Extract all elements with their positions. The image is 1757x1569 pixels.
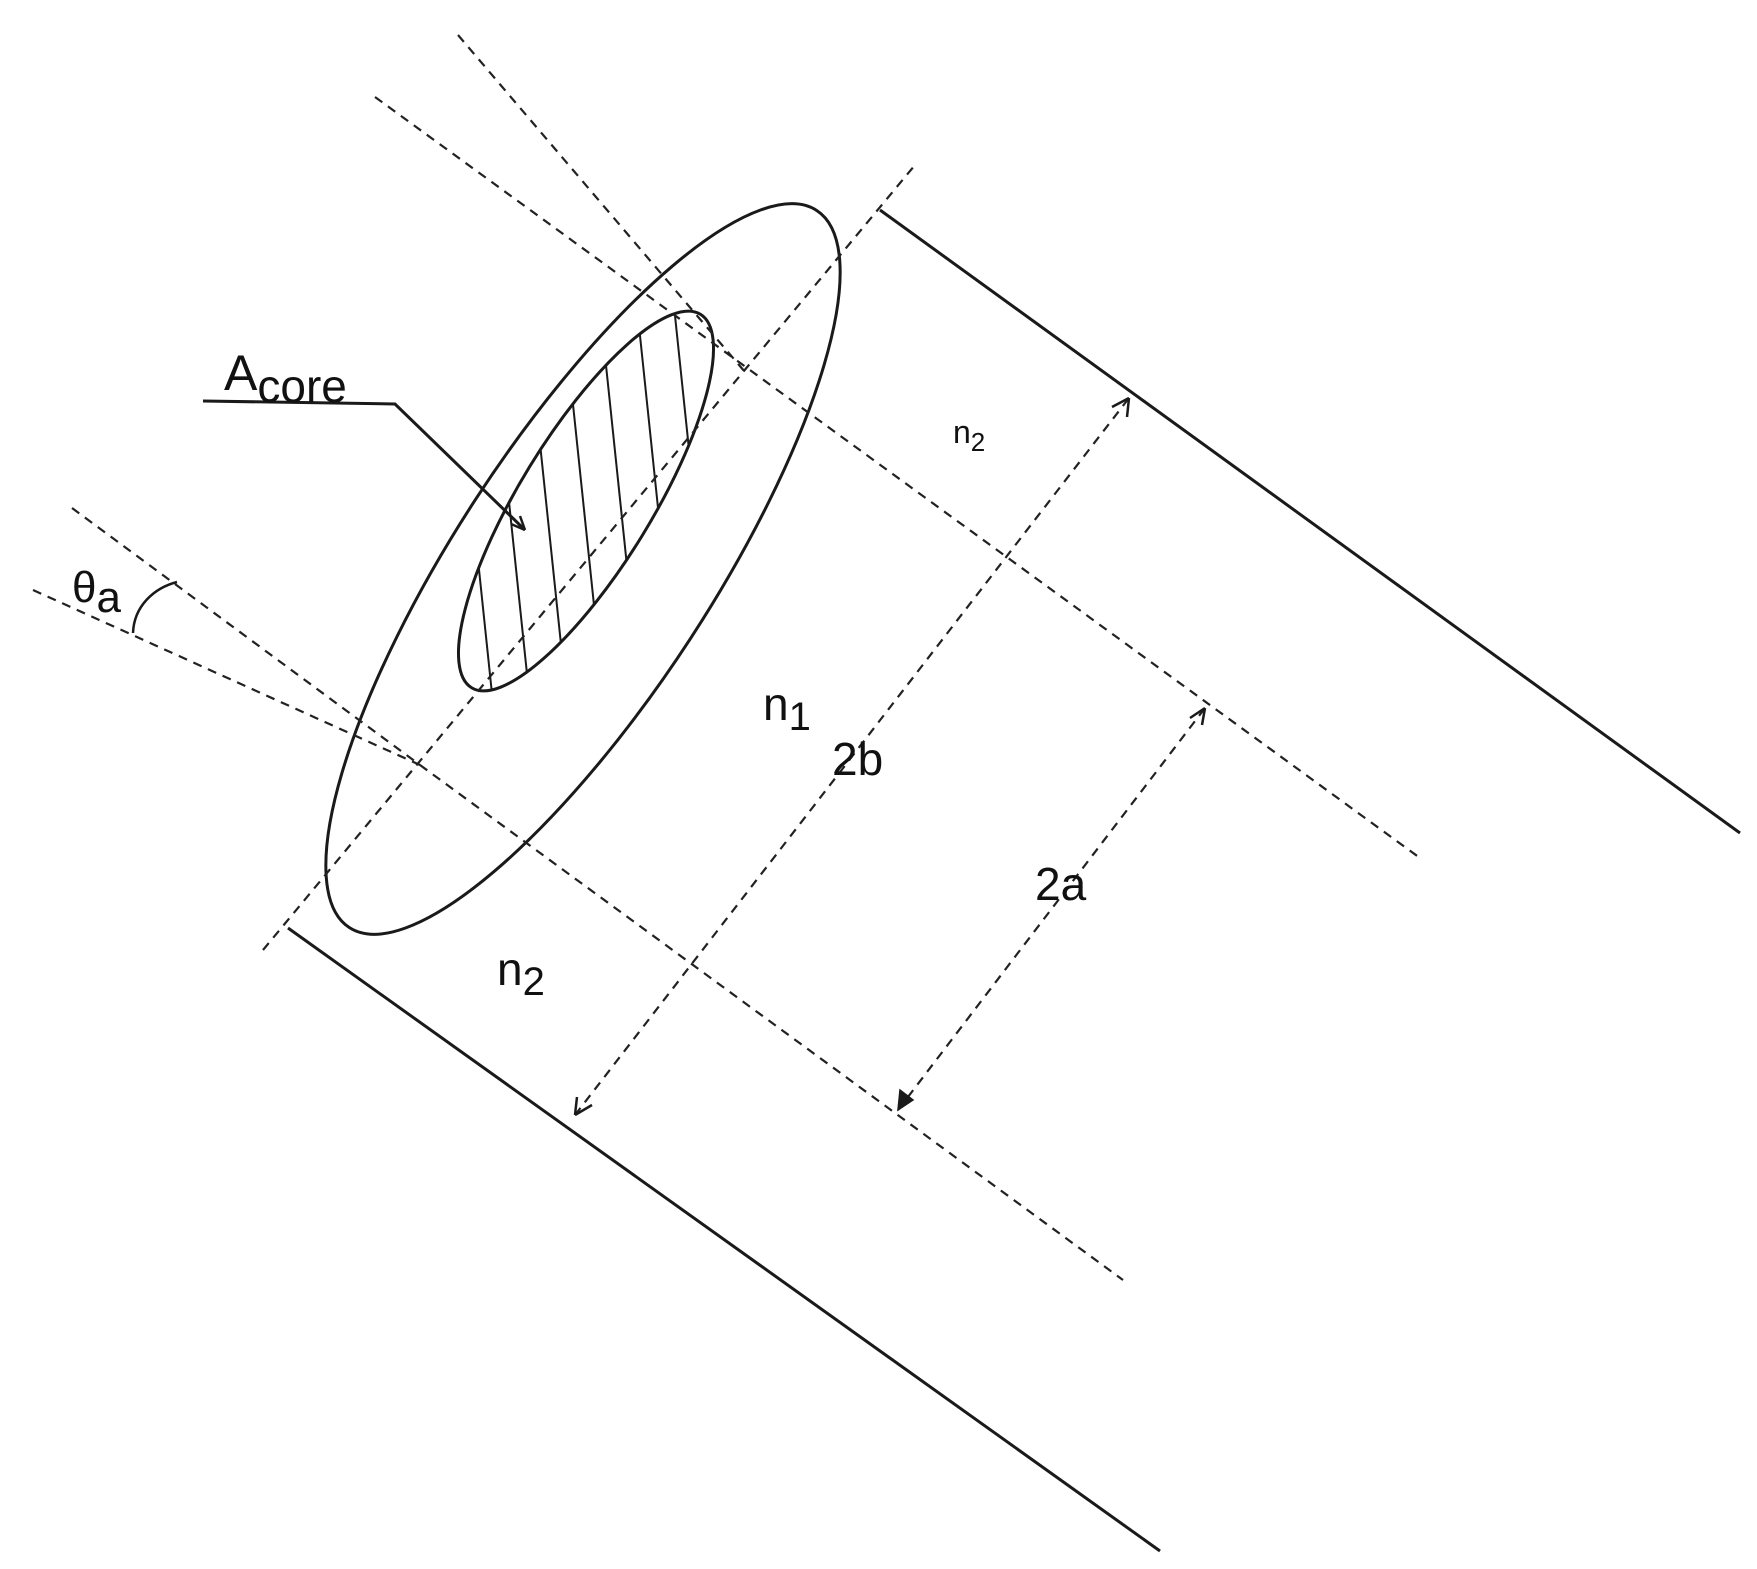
cladding-top-edge xyxy=(879,208,1741,835)
core-face-ellipse xyxy=(456,309,716,693)
face-diameter-guide xyxy=(262,164,916,951)
acceptance-cone-lower xyxy=(32,588,421,767)
core-diameter-arrow-top xyxy=(1189,706,1207,726)
core-top-guide xyxy=(374,96,1421,859)
core-diameter-dimension-line xyxy=(897,707,1206,1111)
cladding-index-top-label: n2 xyxy=(953,414,985,457)
outer-diameter-dimension-line xyxy=(574,397,1130,1116)
core-diameter-label: 2a xyxy=(1035,858,1087,910)
acceptance-angle-label: θa xyxy=(72,563,121,622)
core-area-label: Acore xyxy=(224,345,347,412)
cladding-face-ellipse xyxy=(324,202,842,936)
cladding-bottom-edge xyxy=(287,926,1161,1553)
core-area-leader xyxy=(202,399,527,532)
acceptance-cone-left xyxy=(71,507,421,766)
core-area-leader-arrow xyxy=(510,515,527,532)
outer-diameter-label: 2b xyxy=(832,733,883,785)
outer-diameter-arrow-top xyxy=(1111,396,1131,418)
core-bottom-guide xyxy=(419,764,1124,1281)
core-diameter-arrow-bottom xyxy=(897,1088,915,1112)
core-index-label: n1 xyxy=(763,678,811,739)
acceptance-cone-upper xyxy=(457,34,746,373)
cladding-index-bottom-label: n2 xyxy=(497,943,545,1004)
acceptance-angle-arc xyxy=(131,580,178,634)
outer-diameter-arrow-bottom xyxy=(573,1096,593,1117)
core-hatching xyxy=(415,279,757,723)
